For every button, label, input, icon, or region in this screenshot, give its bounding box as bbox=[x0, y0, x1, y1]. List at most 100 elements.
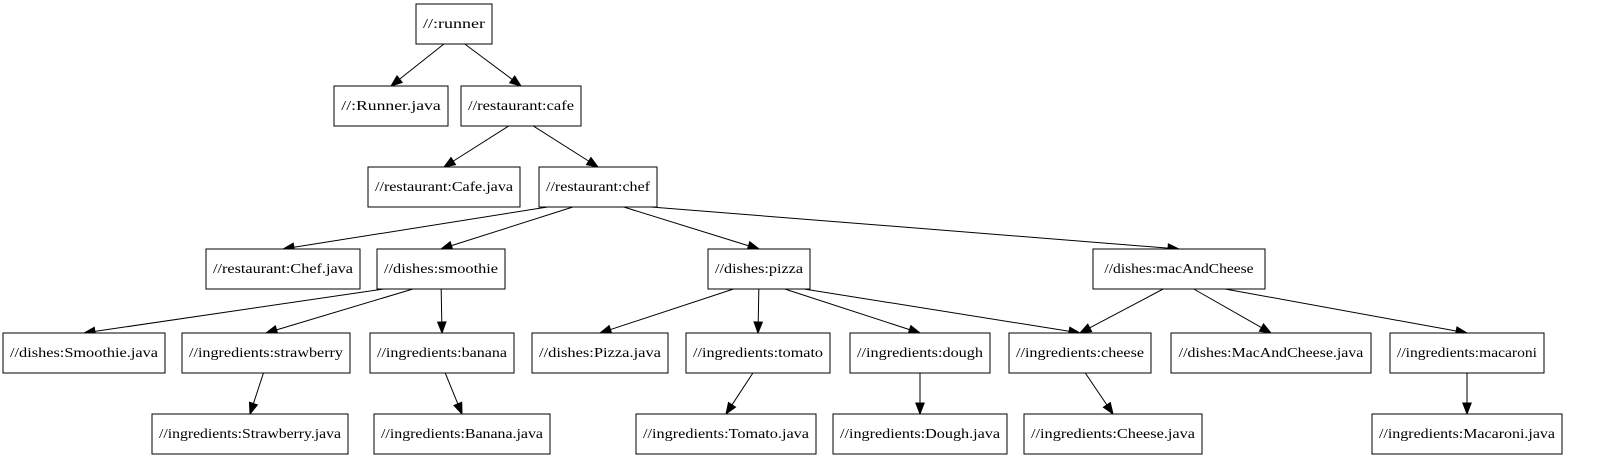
node-box[interactable] bbox=[1023, 413, 1203, 455]
edge-arrowhead-icon bbox=[1462, 402, 1472, 416]
graph-node-dishes_smoothie[interactable]: //dishes:smoothie bbox=[376, 248, 506, 290]
node-box[interactable] bbox=[707, 248, 811, 290]
node-box[interactable] bbox=[849, 332, 991, 374]
node-layer: //:runner //:Runner.java //restaurant:cafe… bbox=[2, 3, 1563, 455]
graph-node-restaurant_cafe[interactable]: //restaurant:cafe bbox=[460, 85, 582, 127]
node-label: //ingredients:dough bbox=[857, 346, 983, 361]
graph-node-ing_cheese[interactable]: //ingredients:cheese bbox=[1008, 332, 1152, 374]
edge-line bbox=[610, 288, 734, 331]
graph-node-ing_banana[interactable]: //ingredients:banana bbox=[369, 332, 515, 374]
node-box[interactable] bbox=[376, 248, 506, 290]
graph-edge bbox=[598, 288, 734, 335]
graph-edge bbox=[264, 288, 414, 335]
graph-edge bbox=[725, 372, 754, 416]
edge-arrowhead-icon bbox=[439, 240, 454, 251]
node-label: //:Runner.java bbox=[341, 99, 441, 114]
edge-line bbox=[293, 206, 548, 248]
node-box[interactable] bbox=[531, 332, 669, 374]
graph-node-macandchz_java[interactable]: //dishes:MacAndCheese.java bbox=[1170, 332, 1372, 374]
edge-line bbox=[453, 125, 509, 162]
graph-node-macaroni_java[interactable]: //ingredients:Macaroni.java bbox=[1371, 413, 1563, 455]
graph-edge bbox=[1084, 372, 1114, 416]
graph-node-pizza_java[interactable]: //dishes:Pizza.java bbox=[531, 332, 669, 374]
graph-edge bbox=[784, 288, 922, 335]
edge-arrowhead-icon bbox=[453, 401, 463, 416]
edge-line bbox=[1224, 288, 1457, 332]
graph-node-banana_java[interactable]: //ingredients:Banana.java bbox=[373, 413, 551, 455]
node-box[interactable] bbox=[181, 332, 351, 374]
node-box[interactable] bbox=[1170, 332, 1372, 374]
graph-node-chef_java[interactable]: //restaurant:Chef.java bbox=[205, 248, 361, 290]
graph-node-ing_macaroni[interactable]: //ingredients:macaroni bbox=[1389, 332, 1545, 374]
edge-arrowhead-icon bbox=[1078, 323, 1093, 334]
graph-node-runner[interactable]: //:runner bbox=[415, 3, 493, 45]
edge-arrowhead-icon bbox=[1258, 323, 1273, 334]
edge-line bbox=[650, 206, 1169, 249]
node-label: //ingredients:banana bbox=[377, 346, 508, 361]
node-label: //dishes:Pizza.java bbox=[539, 346, 662, 361]
node-box[interactable] bbox=[1092, 248, 1266, 290]
node-box[interactable] bbox=[367, 166, 521, 208]
edge-arrowhead-icon bbox=[436, 321, 447, 335]
node-box[interactable] bbox=[333, 85, 449, 127]
node-box[interactable] bbox=[1389, 332, 1545, 374]
node-label: //dishes:Smoothie.java bbox=[10, 346, 159, 361]
graph-node-dough_java[interactable]: //ingredients:Dough.java bbox=[832, 413, 1008, 455]
graph-edge bbox=[1078, 288, 1164, 334]
node-box[interactable] bbox=[373, 413, 551, 455]
edge-arrowhead-icon bbox=[915, 402, 925, 416]
graph-edge bbox=[533, 125, 600, 168]
graph-node-dishes_pizza[interactable]: //dishes:pizza bbox=[707, 248, 811, 290]
node-box[interactable] bbox=[415, 3, 493, 45]
graph-node-ing_dough[interactable]: //ingredients:dough bbox=[849, 332, 991, 374]
graph-node-ing_strawberry[interactable]: //ingredients:strawberry bbox=[181, 332, 351, 374]
edge-line bbox=[464, 43, 513, 80]
node-label: //ingredients:strawberry bbox=[189, 346, 343, 361]
node-box[interactable] bbox=[1371, 413, 1563, 455]
graph-node-restaurant_chef[interactable]: //restaurant:chef bbox=[538, 166, 658, 208]
edge-arrowhead-icon bbox=[907, 324, 922, 335]
node-label: //ingredients:Macaroni.java bbox=[1379, 427, 1556, 442]
graph-edge bbox=[442, 125, 509, 168]
node-box[interactable] bbox=[685, 332, 831, 374]
edge-line bbox=[440, 288, 443, 323]
edge-arrowhead-icon bbox=[585, 156, 600, 168]
node-label: //dishes:pizza bbox=[715, 262, 804, 277]
node-box[interactable] bbox=[832, 413, 1008, 455]
node-label: //ingredients:tomato bbox=[693, 346, 823, 361]
node-box[interactable] bbox=[460, 85, 582, 127]
edge-line bbox=[399, 43, 445, 80]
graph-node-smoothie_java[interactable]: //dishes:Smoothie.java bbox=[2, 332, 166, 374]
node-label: //ingredients:Strawberry.java bbox=[159, 427, 342, 442]
graph-node-cafe_java[interactable]: //restaurant:Cafe.java bbox=[367, 166, 521, 208]
node-box[interactable] bbox=[2, 332, 166, 374]
graph-edge bbox=[1193, 288, 1273, 334]
node-box[interactable] bbox=[1008, 332, 1152, 374]
node-box[interactable] bbox=[369, 332, 515, 374]
graph-edge bbox=[650, 206, 1181, 253]
edge-line bbox=[1089, 288, 1164, 329]
node-box[interactable] bbox=[635, 413, 817, 455]
graph-edge bbox=[464, 43, 523, 87]
edge-arrowhead-icon bbox=[442, 156, 457, 168]
edge-line bbox=[533, 125, 589, 162]
graph-node-strawberry_java[interactable]: //ingredients:Strawberry.java bbox=[151, 413, 349, 455]
graph-node-ing_tomato[interactable]: //ingredients:tomato bbox=[685, 332, 831, 374]
edge-line bbox=[94, 288, 384, 332]
edge-arrowhead-icon bbox=[389, 74, 404, 87]
graph-node-cheese_java[interactable]: //ingredients:Cheese.java bbox=[1023, 413, 1203, 455]
edge-line bbox=[623, 206, 749, 247]
edge-line bbox=[731, 372, 754, 406]
graph-edge bbox=[389, 43, 445, 87]
graph-edge bbox=[1462, 373, 1472, 416]
node-box[interactable] bbox=[205, 248, 361, 290]
graph-node-tomato_java[interactable]: //ingredients:Tomato.java bbox=[635, 413, 817, 455]
node-box[interactable] bbox=[538, 166, 658, 208]
node-box[interactable] bbox=[151, 413, 349, 455]
edge-line bbox=[1193, 288, 1262, 328]
edge-line bbox=[757, 288, 760, 323]
graph-node-dishes_macandchz[interactable]: //dishes:macAndCheese bbox=[1092, 248, 1266, 290]
graph-node-runner_java[interactable]: //:Runner.java bbox=[333, 85, 449, 127]
edge-line bbox=[1084, 372, 1108, 406]
edge-line bbox=[252, 372, 264, 404]
